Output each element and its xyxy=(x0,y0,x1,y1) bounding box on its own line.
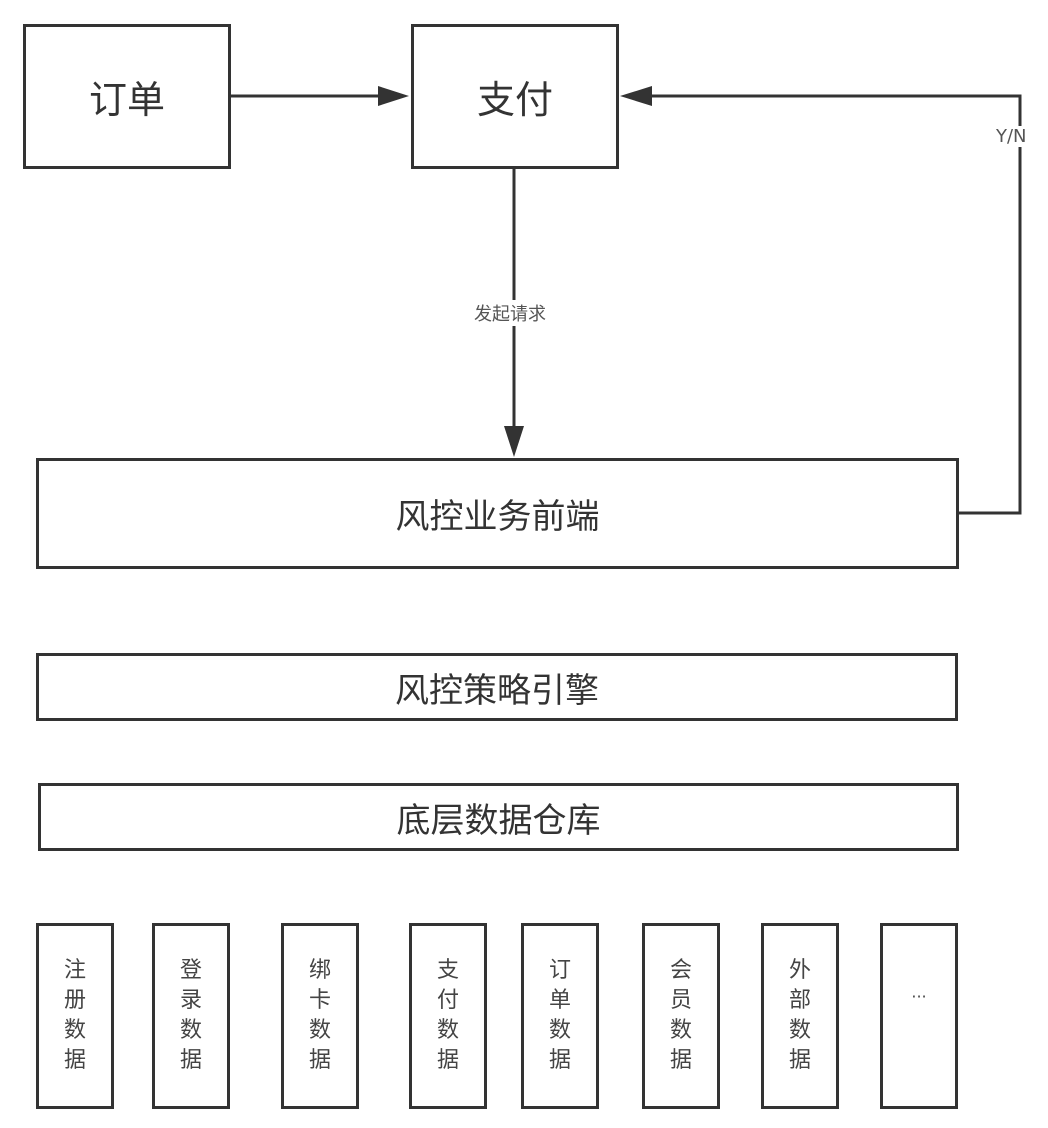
data-source-label-char: 数 xyxy=(436,1018,459,1043)
data-source-box: 支付数据 xyxy=(409,923,487,1109)
node-risk-engine-label: 风控策略引擎 xyxy=(395,670,599,711)
data-source-label-char: 卡 xyxy=(308,988,331,1013)
arrowhead-frontend-to-payment xyxy=(620,86,652,106)
data-source-label-char: 据 xyxy=(669,1048,692,1073)
data-source-box: 绑卡数据 xyxy=(281,923,359,1109)
node-order-label: 订单 xyxy=(88,78,165,122)
node-risk-frontend-label: 风控业务前端 xyxy=(395,497,600,537)
data-source-label-char: ··· xyxy=(911,987,927,1006)
node-payment-label: 支付 xyxy=(476,78,553,122)
node-order: 订单 xyxy=(23,24,231,169)
data-source-box: ··· xyxy=(880,923,958,1109)
node-risk-engine: 风控策略引擎 xyxy=(36,653,958,721)
edge-frontend-to-payment xyxy=(650,94,1022,515)
data-source-box: 注册数据 xyxy=(36,923,114,1109)
data-source-label-char: 册 xyxy=(63,988,86,1013)
data-source-label-char: 外 xyxy=(788,958,811,983)
data-source-label-char: 数 xyxy=(63,1018,86,1043)
data-source-label-char: 据 xyxy=(179,1048,202,1073)
data-source-box: 会员数据 xyxy=(642,923,720,1109)
arrowhead-order-to-payment xyxy=(378,86,409,106)
data-source-label-char: 据 xyxy=(788,1048,811,1073)
arrowhead-payment-to-frontend xyxy=(504,426,524,457)
data-source-label-char: 数 xyxy=(308,1018,331,1043)
data-source-label-char: 员 xyxy=(669,988,692,1013)
node-data-warehouse-label: 底层数据仓库 xyxy=(396,800,601,841)
data-source-box: 登录数据 xyxy=(152,923,230,1109)
data-source-label-char: 单 xyxy=(548,988,571,1013)
data-source-box: 外部数据 xyxy=(761,923,839,1109)
node-data-warehouse: 底层数据仓库 xyxy=(38,783,959,851)
data-source-label-char: 据 xyxy=(548,1048,571,1073)
data-source-label-char: 部 xyxy=(788,988,811,1013)
data-source-label-char: 会 xyxy=(669,958,692,983)
data-source-label-char: 绑 xyxy=(308,958,331,983)
data-source-label-char: 数 xyxy=(788,1018,811,1043)
data-source-box: 订单数据 xyxy=(521,923,599,1109)
data-source-label-char: 据 xyxy=(63,1048,86,1073)
data-source-label-char: 付 xyxy=(436,988,459,1013)
edge-label-request: 发起请求 xyxy=(472,300,548,326)
edge-label-yn: Y/N xyxy=(994,126,1029,147)
data-source-label-char: 登 xyxy=(179,958,202,983)
data-source-label-char: 数 xyxy=(669,1018,692,1043)
data-source-label-char: 订 xyxy=(548,958,571,983)
data-source-label-char: 数 xyxy=(548,1018,571,1043)
data-source-label-char: 支 xyxy=(436,958,459,983)
data-source-label-char: 录 xyxy=(179,988,202,1013)
data-source-label-char: 据 xyxy=(436,1048,459,1073)
data-source-label-char: 注 xyxy=(63,958,86,983)
data-source-label-char: 数 xyxy=(179,1018,202,1043)
node-payment: 支付 xyxy=(411,24,619,169)
data-source-label-char: 据 xyxy=(308,1048,331,1073)
node-risk-frontend: 风控业务前端 xyxy=(36,458,959,569)
